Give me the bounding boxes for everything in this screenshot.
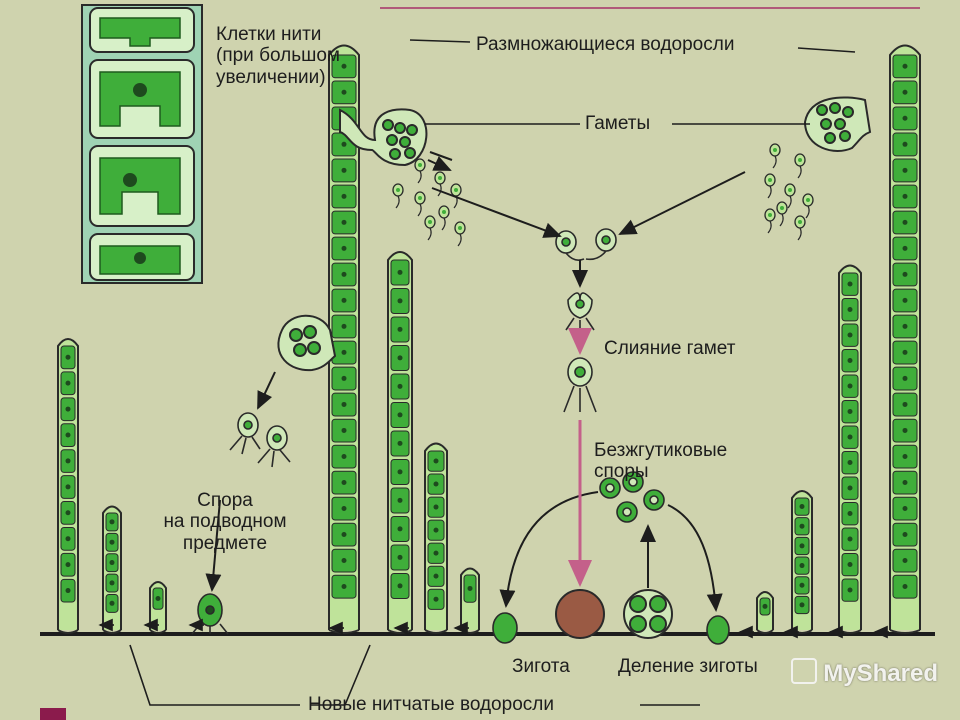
gamete: [438, 205, 450, 231]
leader-lines: [129, 39, 856, 706]
gamete: [769, 143, 781, 169]
label-filament-cells: Клетки нити (при большом увеличении): [216, 24, 340, 88]
spore-on-object: [191, 593, 229, 635]
watermark-icon: [791, 658, 818, 684]
gamete: [764, 208, 776, 234]
label-gamete-fusion: Слияние гамет: [604, 338, 736, 359]
watermark: MyShared: [791, 658, 938, 688]
dividing-zygote: [623, 589, 673, 639]
gamete: [776, 201, 788, 227]
filament-11: [889, 44, 921, 634]
gamete: [784, 183, 796, 209]
label-zygote: Зигота: [512, 656, 570, 677]
gamete: [794, 215, 806, 241]
fusing-gametes: [555, 228, 617, 413]
gamete: [802, 193, 814, 219]
free-gametes: [392, 143, 814, 247]
filament-5: [387, 251, 413, 634]
label-zygote-division: Деление зиготы: [618, 656, 758, 677]
magnified-filament-cells: [81, 4, 203, 284]
label-spore-on-object: Спора на подводном предмете: [163, 490, 287, 554]
gamete: [414, 191, 426, 217]
gamete: [794, 153, 806, 179]
corner-mark: [40, 708, 66, 720]
filament-9: [791, 490, 813, 634]
filaments: [57, 44, 921, 634]
label-reproducing-algae: Размножающиеся водоросли: [476, 34, 735, 55]
zygote: [555, 589, 605, 639]
filament-10: [838, 264, 862, 634]
gamete: [454, 221, 466, 247]
settling-spores: [229, 412, 291, 468]
label-flagellaless-spores: Безжгутиковые споры: [594, 440, 728, 483]
gamete: [392, 183, 404, 209]
germinating-spores: [492, 612, 730, 645]
gamete: [764, 173, 776, 199]
gamete: [424, 215, 436, 241]
label-new-filamentous-algae: Новые нитчатые водоросли: [308, 694, 554, 715]
filament-2: [102, 505, 122, 634]
filament-1: [57, 338, 79, 634]
aflagellate-spores: [599, 471, 665, 523]
gamete: [414, 158, 426, 184]
gametangium-left: [339, 108, 428, 167]
filament-7: [460, 567, 480, 634]
sporangium-side: [277, 314, 337, 372]
label-gametes: Гаметы: [585, 113, 651, 134]
gametangium-right: [803, 96, 872, 152]
filament-8: [756, 591, 774, 634]
gamete: [434, 171, 446, 197]
substrate-arrows: [98, 618, 889, 639]
watermark-text: MyShared: [823, 660, 938, 687]
filament-6: [424, 442, 448, 634]
